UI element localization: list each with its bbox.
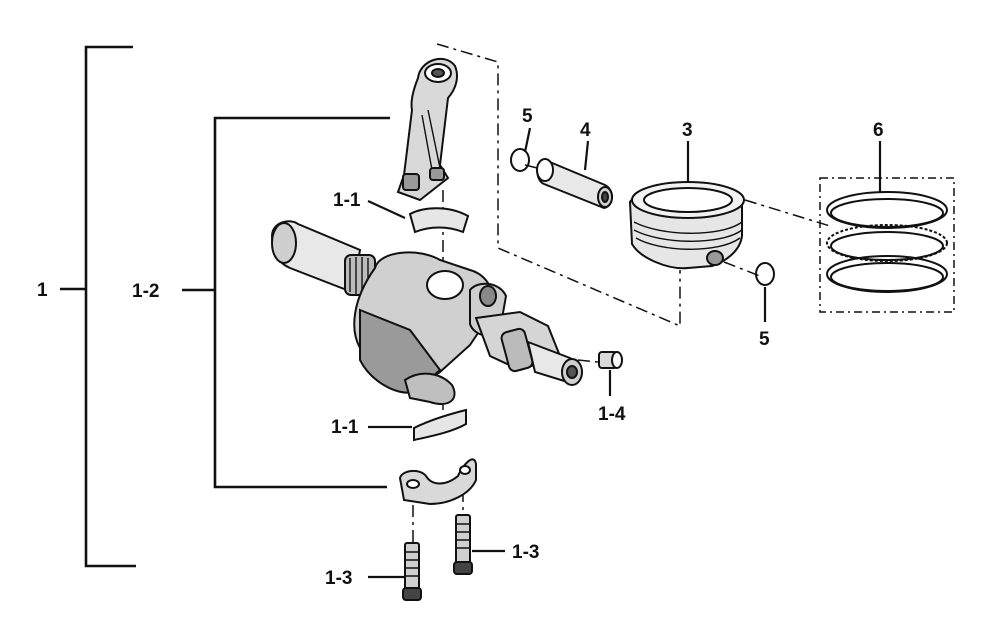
label-bolt-left: 1-3: [325, 568, 352, 589]
label-bushing: 1-4: [598, 404, 626, 425]
bolt-right: [453, 514, 473, 575]
leader-lines: [367, 127, 882, 579]
piston-pin: [536, 158, 613, 210]
rod-cap: [398, 458, 477, 506]
label-circlip-top: 5: [522, 106, 533, 127]
bracket-assembly-1: [60, 45, 136, 568]
bearing-shell-upper: [408, 207, 470, 234]
crankshaft: [270, 220, 583, 405]
bearing-shell-lower: [413, 408, 467, 442]
bolt-left: [402, 542, 422, 601]
bushing: [598, 351, 623, 369]
label-crankshaft-assembly: 1-2: [132, 281, 159, 302]
label-bolt-right: 1-3: [512, 542, 539, 563]
label-bearing-upper: 1-1: [333, 190, 361, 211]
label-piston: 3: [682, 120, 693, 141]
label-circlip-bottom: 5: [759, 329, 770, 350]
bracket-crankshaft-1-2: [182, 116, 390, 489]
label-bearing-lower: 1-1: [331, 417, 359, 438]
piston-ring-set: [819, 177, 955, 313]
circlip-bottom: [755, 262, 775, 286]
circlip-top: [510, 148, 530, 172]
label-assembly: 1: [37, 280, 48, 301]
piston: [628, 181, 745, 270]
label-ring-set: 6: [873, 120, 884, 141]
label-piston-pin: 4: [580, 120, 591, 141]
connecting-rod: [396, 57, 458, 202]
